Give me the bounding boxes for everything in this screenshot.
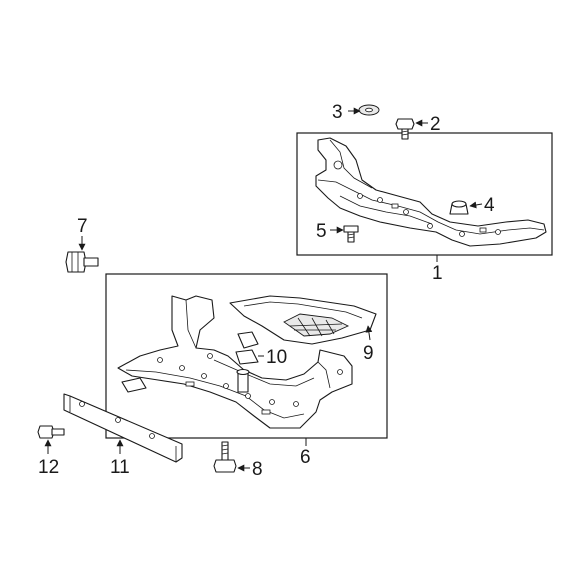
callout-4: 4 xyxy=(484,195,495,216)
lower-assembly-group xyxy=(105,273,388,446)
callout-10: 10 xyxy=(266,347,287,368)
flange-bolt-icon xyxy=(213,441,237,473)
splash-shield xyxy=(229,295,377,345)
upper-assembly-frame xyxy=(296,132,553,256)
lower-shield-strip xyxy=(63,393,183,463)
callout-1: 1 xyxy=(432,263,443,284)
upper-assembly-group xyxy=(296,104,553,262)
callout-3: 3 xyxy=(332,102,343,123)
radiator-support-cover xyxy=(315,137,547,247)
screw-12-icon xyxy=(37,425,65,439)
clip-nut-icon xyxy=(449,200,469,215)
subframe-cover xyxy=(117,295,353,429)
leader-4 xyxy=(469,201,483,209)
lower-assembly-frame xyxy=(105,273,388,439)
callout-9: 9 xyxy=(363,343,374,364)
callout-7: 7 xyxy=(77,216,88,237)
callout-11: 11 xyxy=(110,457,130,478)
bolt-icon xyxy=(395,118,415,140)
callout-6: 6 xyxy=(300,447,311,468)
screw-icon xyxy=(343,225,359,243)
callout-5: 5 xyxy=(316,221,327,242)
callout-12: 12 xyxy=(38,457,59,478)
bracket-10 xyxy=(235,331,259,365)
callout-2: 2 xyxy=(430,114,441,135)
leader-9 xyxy=(365,325,373,341)
callout-8: 8 xyxy=(252,459,263,480)
push-clip-icon xyxy=(65,251,99,273)
washer-icon xyxy=(358,104,380,116)
